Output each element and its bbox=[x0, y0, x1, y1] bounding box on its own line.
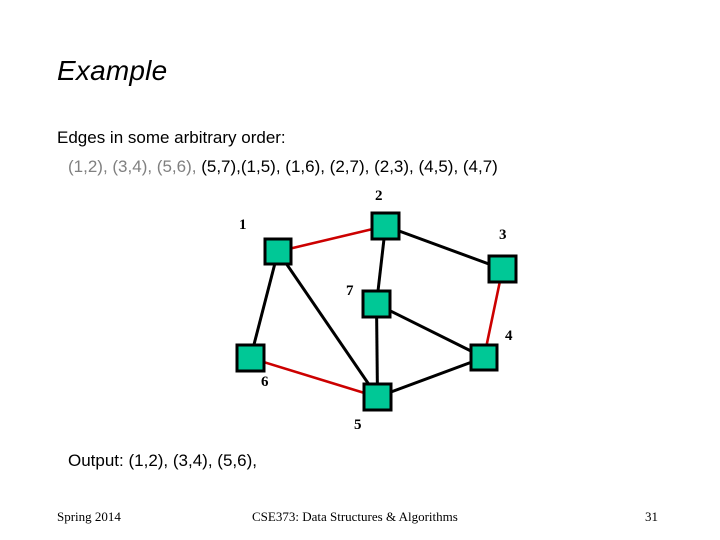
graph-node-6 bbox=[235, 343, 266, 373]
graph-node-5 bbox=[362, 382, 393, 412]
page-title: Example bbox=[57, 55, 168, 86]
graph-node-3 bbox=[487, 254, 518, 284]
graph-node-label-1: 1 bbox=[239, 217, 247, 233]
graph-node-1 bbox=[263, 237, 293, 266]
footer-term: Spring 2014 bbox=[57, 509, 121, 524]
graph-edge-4-5 bbox=[376, 356, 485, 399]
footer-page-number: 31 bbox=[645, 509, 658, 524]
graph-node-label-6: 6 bbox=[261, 374, 269, 390]
footer-course: CSE373: Data Structures & Algorithms bbox=[252, 509, 458, 524]
edges-list: (1,2), (3,4), (5,6), (5,7),(1,5), (1,6),… bbox=[68, 157, 498, 177]
graph-node-label-5: 5 bbox=[354, 417, 362, 433]
graph-edge-2-3 bbox=[384, 224, 504, 271]
graph-node-7 bbox=[361, 289, 392, 319]
graph-node-2 bbox=[370, 211, 401, 241]
graph-edge-1-5 bbox=[276, 250, 379, 398]
node-layer bbox=[235, 211, 518, 412]
graph-edge-5-6 bbox=[250, 356, 378, 399]
edges-list-remaining: (5,7),(1,5), (1,6), (2,7), (2,3), (4,5),… bbox=[196, 157, 498, 176]
graph-edge-1-6 bbox=[249, 251, 280, 359]
graph-edge-4-7 bbox=[375, 302, 485, 359]
graph-edge-5-7 bbox=[375, 303, 379, 398]
edges-list-processed: (1,2), (3,4), (5,6), bbox=[68, 157, 197, 176]
graph-edge-1-2 bbox=[277, 224, 386, 253]
graph-node-4 bbox=[469, 343, 499, 372]
graph-node-label-7: 7 bbox=[346, 283, 354, 299]
graph-node-label-4: 4 bbox=[505, 328, 513, 344]
edge-layer bbox=[249, 224, 504, 399]
output-line: Output: (1,2), (3,4), (5,6), bbox=[68, 451, 257, 470]
graph-node-label-3: 3 bbox=[499, 227, 507, 243]
edges-heading: Edges in some arbitrary order: bbox=[57, 128, 286, 147]
graph-node-label-2: 2 bbox=[375, 188, 383, 204]
graph-edge-2-7 bbox=[375, 225, 387, 305]
graph-edge-3-4 bbox=[482, 268, 504, 358]
